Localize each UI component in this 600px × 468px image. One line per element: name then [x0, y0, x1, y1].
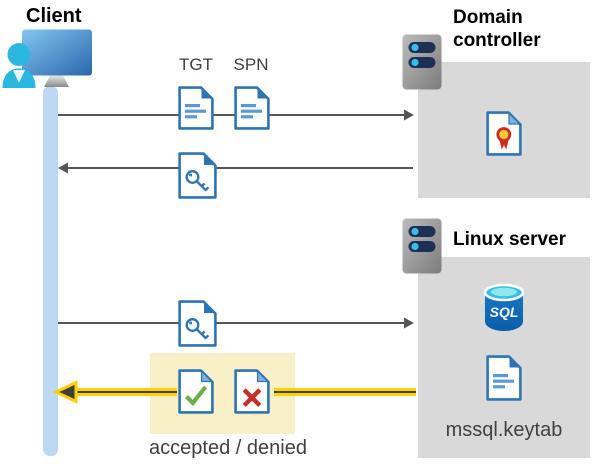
client-title: Client — [26, 5, 82, 27]
tgt-document-icon — [178, 86, 214, 130]
spn-label: SPN — [233, 55, 269, 74]
keytab-document-icon — [486, 355, 522, 401]
spn-document-icon — [234, 86, 270, 130]
result-arrow — [52, 380, 416, 404]
user-icon — [2, 43, 36, 88]
linux-server-icon — [402, 218, 442, 274]
result-label: accepted / denied — [149, 437, 307, 459]
accepted-document-icon — [178, 369, 214, 414]
x-icon — [242, 388, 262, 407]
client-computer-icon — [2, 29, 92, 88]
domain-controller-title: Domain controller — [453, 7, 541, 51]
denied-document-icon — [234, 369, 270, 414]
domain-controller-server-icon — [402, 34, 442, 90]
present-ticket-arrow — [58, 317, 414, 329]
certificate-icon — [486, 111, 522, 156]
return-ticket-arrow — [58, 162, 413, 174]
keytab-label: mssql.keytab — [445, 419, 563, 441]
key-document-icon — [178, 152, 217, 199]
client-timeline-bar — [43, 86, 58, 456]
tgt-label: TGT — [179, 55, 213, 74]
linux-server-title: Linux server — [453, 229, 566, 250]
sql-database-icon: SQL — [483, 283, 525, 331]
sql-label: SQL — [490, 304, 519, 320]
request-ticket-arrow — [58, 109, 414, 121]
key-document-icon — [178, 300, 217, 347]
check-icon — [184, 385, 208, 407]
